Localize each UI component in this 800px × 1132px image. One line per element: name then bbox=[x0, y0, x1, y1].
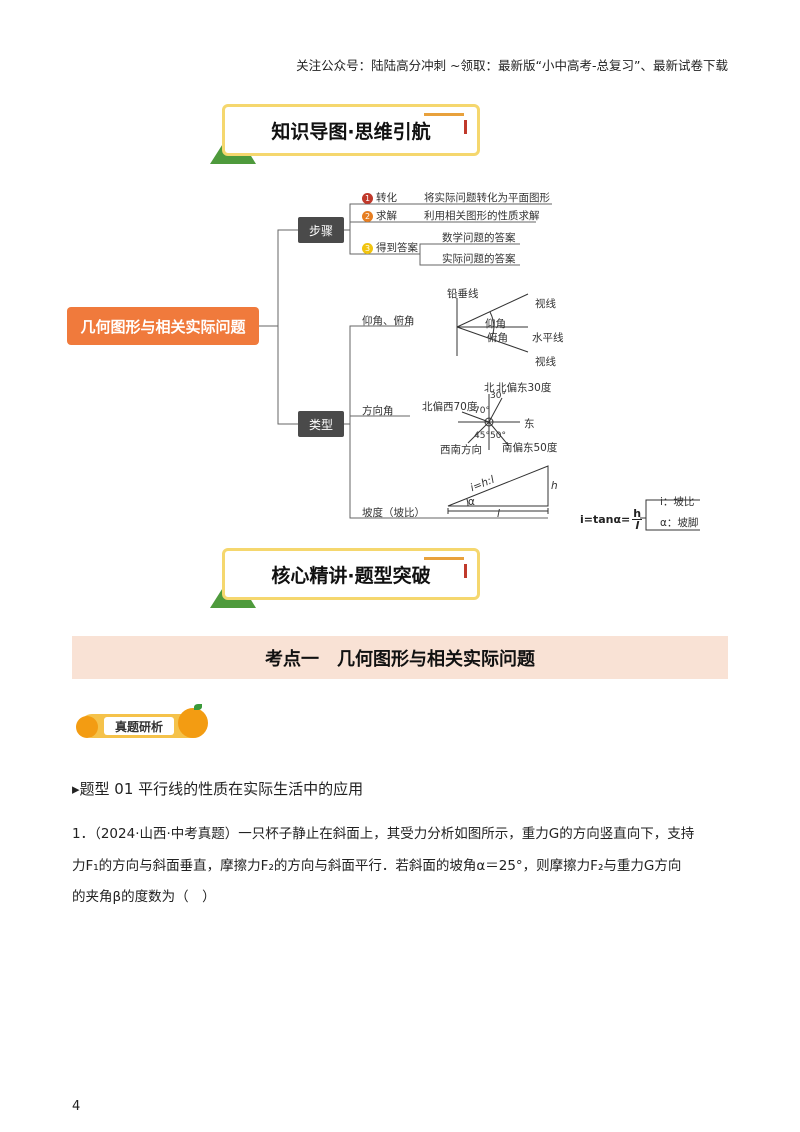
banner-accent-bar bbox=[424, 557, 464, 560]
orange-icon bbox=[178, 708, 208, 738]
step-label: 转化 bbox=[376, 192, 397, 204]
slope-h-label: h bbox=[551, 480, 558, 492]
sw-label: 西南方向 bbox=[440, 444, 482, 456]
types-node-label: 类型 bbox=[308, 417, 333, 432]
formula-denominator: l bbox=[635, 519, 640, 532]
question-line: 力F₁的方向与斜面垂直，摩擦力F₂的方向与斜面平行．若斜面的坡角α＝25°，则摩… bbox=[72, 858, 682, 874]
mindmap-root: 几何图形与相关实际问题 bbox=[67, 307, 259, 345]
mindmap-banner: 知识导图·思维引航 bbox=[210, 104, 484, 164]
section-heading-text: 考点一 几何图形与相关实际问题 bbox=[265, 648, 535, 670]
angle-50-label: 50° bbox=[490, 431, 506, 441]
type-label: 坡度（坡比） bbox=[362, 507, 425, 519]
header-note: 关注公众号：陆陆高分冲刺 ~领取：最新版“小中高考-总复习”、最新试卷下载 bbox=[296, 58, 728, 73]
sight-line-label: 视线 bbox=[535, 356, 556, 368]
angle-70-label: 70° bbox=[474, 406, 490, 416]
step-number-badge: 1 bbox=[362, 192, 373, 204]
mindmap-types-node: 类型 bbox=[298, 411, 344, 437]
mindmap-root-label: 几何图形与相关实际问题 bbox=[80, 317, 246, 336]
horizontal-line-label: 水平线 bbox=[532, 332, 564, 344]
banner-accent-bar bbox=[424, 113, 464, 116]
step-desc: 将实际问题转化为平面图形 bbox=[424, 192, 550, 204]
leaf-icon bbox=[194, 704, 202, 710]
mindmap-steps-node: 步骤 bbox=[298, 217, 344, 243]
zhenti-badge: 真题研析 bbox=[76, 704, 208, 740]
core-banner-title: 核心精讲·题型突破 bbox=[271, 564, 431, 587]
question-line: 的夹角β的度数为（ ） bbox=[72, 889, 216, 905]
depression-angle-label: 俯角 bbox=[487, 332, 508, 344]
slope-l-label: l bbox=[497, 508, 500, 520]
def-slope-angle: α：坡脚 bbox=[660, 517, 699, 529]
step-label: 求解 bbox=[376, 210, 397, 222]
type-label: 方向角 bbox=[362, 405, 394, 417]
banner-accent-tick bbox=[464, 120, 467, 134]
angle-30-label: 30° bbox=[490, 391, 506, 401]
banner-accent-tick bbox=[464, 564, 467, 578]
section-heading: 考点一 几何图形与相关实际问题 bbox=[72, 636, 728, 679]
topic-title: ▸题型 01 平行线的性质在实际生活中的应用 bbox=[72, 780, 364, 798]
slope-formula: i=tanα= h l bbox=[580, 507, 643, 532]
zhenti-label: 真题研析 bbox=[104, 717, 174, 735]
answer-sub: 实际问题的答案 bbox=[442, 253, 516, 265]
steps-node-label: 步骤 bbox=[308, 223, 333, 238]
mindmap-lines bbox=[259, 203, 700, 531]
answer-sub: 数学问题的答案 bbox=[442, 232, 516, 244]
se-label: 南偏东50度 bbox=[502, 442, 558, 454]
question-line: 1．（2024·山西·中考真题）一只杯子静止在斜面上，其受力分析如图所示，重力G… bbox=[72, 826, 695, 842]
nw-label: 北偏西70度 bbox=[422, 401, 478, 413]
formula-left: i=tanα= bbox=[580, 513, 631, 526]
core-banner: 核心精讲·题型突破 bbox=[210, 548, 484, 608]
north-label: 北 bbox=[484, 382, 495, 394]
elevation-angle-label: 仰角 bbox=[485, 318, 506, 330]
slope-alpha-label: α bbox=[468, 496, 475, 508]
step-desc: 利用相关图形的性质求解 bbox=[424, 210, 540, 222]
mindmap-banner-title: 知识导图·思维引航 bbox=[271, 120, 431, 143]
east-label: 东 bbox=[524, 418, 535, 430]
step-label: 得到答案 bbox=[376, 242, 418, 254]
sight-line-label: 视线 bbox=[535, 298, 556, 310]
vertical-line-label: 铅垂线 bbox=[447, 288, 479, 300]
type-label: 仰角、俯角 bbox=[362, 315, 415, 327]
ne-label: 北偏东30度 bbox=[496, 382, 552, 394]
page-number: 4 bbox=[72, 1099, 81, 1114]
orange-icon bbox=[76, 716, 98, 738]
angle-45-label: 45° bbox=[474, 431, 490, 441]
def-slope-ratio: i：坡比 bbox=[660, 496, 695, 508]
step-number-badge: 2 bbox=[362, 210, 373, 222]
step-number-badge: 3 bbox=[362, 242, 373, 254]
formula-numerator: h bbox=[632, 507, 643, 520]
